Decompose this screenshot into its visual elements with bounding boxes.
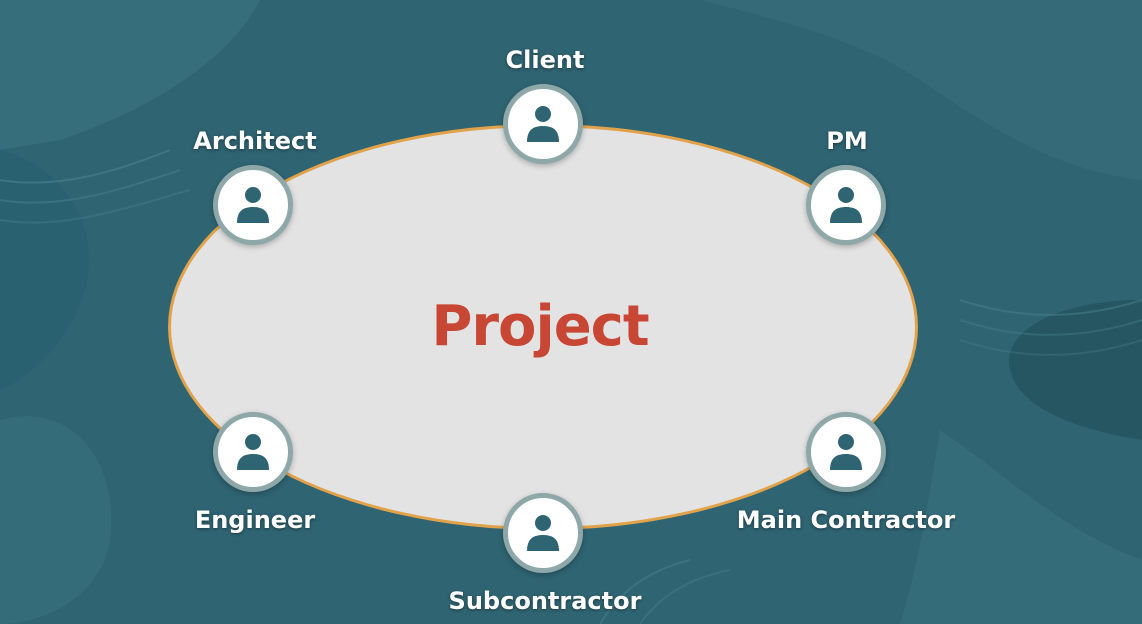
person-icon <box>527 106 559 142</box>
project-label: Project <box>431 294 649 359</box>
engineer-node <box>213 412 293 492</box>
person-icon <box>830 434 862 470</box>
main-contractor-node <box>806 412 886 492</box>
engineer-label: Engineer <box>194 506 316 534</box>
person-icon <box>237 187 269 223</box>
client-node <box>503 84 583 164</box>
architect-node <box>213 165 293 245</box>
person-icon <box>830 187 862 223</box>
pm-label: PM <box>826 127 868 155</box>
subcontractor-node <box>503 493 583 573</box>
person-icon <box>527 515 559 551</box>
pm-node <box>806 165 886 245</box>
client-label: Client <box>505 46 585 74</box>
subcontractor-label: Subcontractor <box>448 587 642 615</box>
person-icon <box>237 434 269 470</box>
architect-label: Architect <box>193 127 317 155</box>
main-contractor-label: Main Contractor <box>736 506 956 534</box>
